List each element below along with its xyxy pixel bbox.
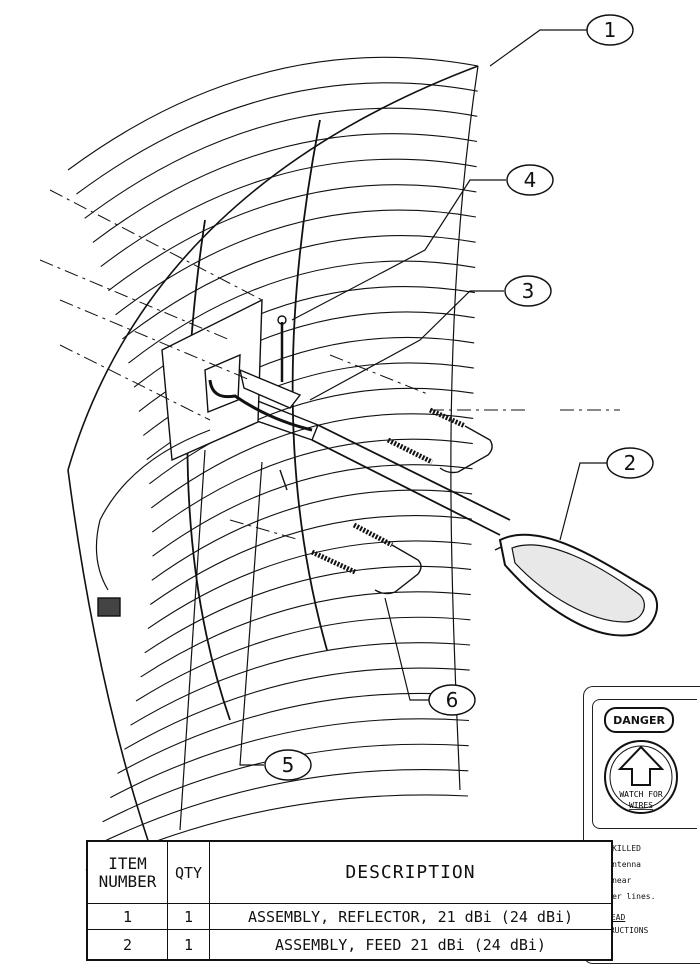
callout-number: 2 [624, 451, 637, 475]
table-row: 2 1 ASSEMBLY, FEED 21 dBi (24 dBi) [88, 930, 611, 959]
feed-handle [498, 533, 659, 637]
item-header-line1: ITEM [108, 853, 147, 873]
reflector-rib [140, 591, 471, 678]
reflector-rib [100, 158, 477, 268]
danger-text-line: TRUCTIONS [605, 926, 649, 935]
bom-description: ASSEMBLY, REFLECTOR, 21 dBi (24 dBi) [247, 907, 574, 926]
reflector-rib [76, 82, 478, 195]
callout-bubble [504, 275, 552, 307]
callout-number: 1 [604, 18, 617, 42]
bom-qty: 1 [168, 904, 210, 929]
bom-description: ASSEMBLY, FEED 21 dBi (24 dBi) [275, 935, 546, 954]
reflector-rib [152, 464, 473, 557]
reflector-rib [135, 616, 471, 702]
reflector-rib [67, 56, 479, 171]
alignment-lines [39, 189, 620, 541]
mounting-plate [161, 298, 313, 491]
callout-number: 6 [446, 688, 459, 712]
sign-line1: WATCH FOR [619, 790, 663, 799]
bom-item-number: 2 [88, 930, 168, 959]
arrow-up-in-circle-icon: WATCH FOR WIRES [604, 740, 678, 814]
reflector-rib [122, 235, 476, 340]
reflector-rib [84, 107, 478, 219]
bom-qty: 1 [168, 930, 210, 959]
danger-text-line: his antenna [588, 860, 641, 869]
danger-text-line: n be KILLED [588, 844, 641, 853]
callout-bubble [428, 684, 476, 716]
reflector-rib [110, 718, 470, 799]
callout-bubble [586, 14, 634, 46]
callout-bubble [606, 447, 654, 479]
reflector-rib [117, 692, 470, 774]
callout-number: 4 [524, 168, 537, 192]
callout-number: 5 [282, 753, 295, 777]
reflector-rib [92, 133, 478, 243]
sign-line2: WIRES [629, 801, 653, 810]
reflector-rib [130, 642, 471, 726]
reflector-frame [67, 65, 479, 871]
danger-badge: DANGER [604, 707, 674, 733]
reflector-rib [149, 514, 472, 605]
reflector-rib [149, 387, 474, 485]
callout-bubble [264, 749, 312, 781]
bom-header-qty: QTY [168, 842, 210, 903]
danger-text-line: READ [606, 913, 626, 922]
callout-leaders [179, 29, 607, 831]
danger-text-line: : power lines. [588, 892, 656, 901]
danger-label-frame [592, 699, 697, 829]
reflector-rib [108, 184, 477, 292]
bom-header-description: DESCRIPTION [345, 862, 476, 883]
reflector-rib [115, 209, 476, 316]
reflector-rib [151, 438, 473, 533]
feed-dipole-rods [310, 407, 493, 595]
table-row: 1 1 ASSEMBLY, REFLECTOR, 21 dBi (24 dBi) [88, 904, 611, 930]
reflector-rib [147, 540, 472, 630]
callout-number: 3 [522, 279, 535, 303]
bom-item-number: 1 [88, 904, 168, 929]
reflector-rib [94, 769, 469, 847]
connector-cable [95, 429, 211, 617]
reflector-rib [151, 489, 473, 581]
reflector-rib [144, 565, 472, 654]
callout-bubble [506, 164, 554, 196]
reflector-rib [124, 667, 470, 750]
item-header-line2: NUMBER [98, 871, 157, 891]
reflector-grid-ribs [67, 56, 479, 871]
